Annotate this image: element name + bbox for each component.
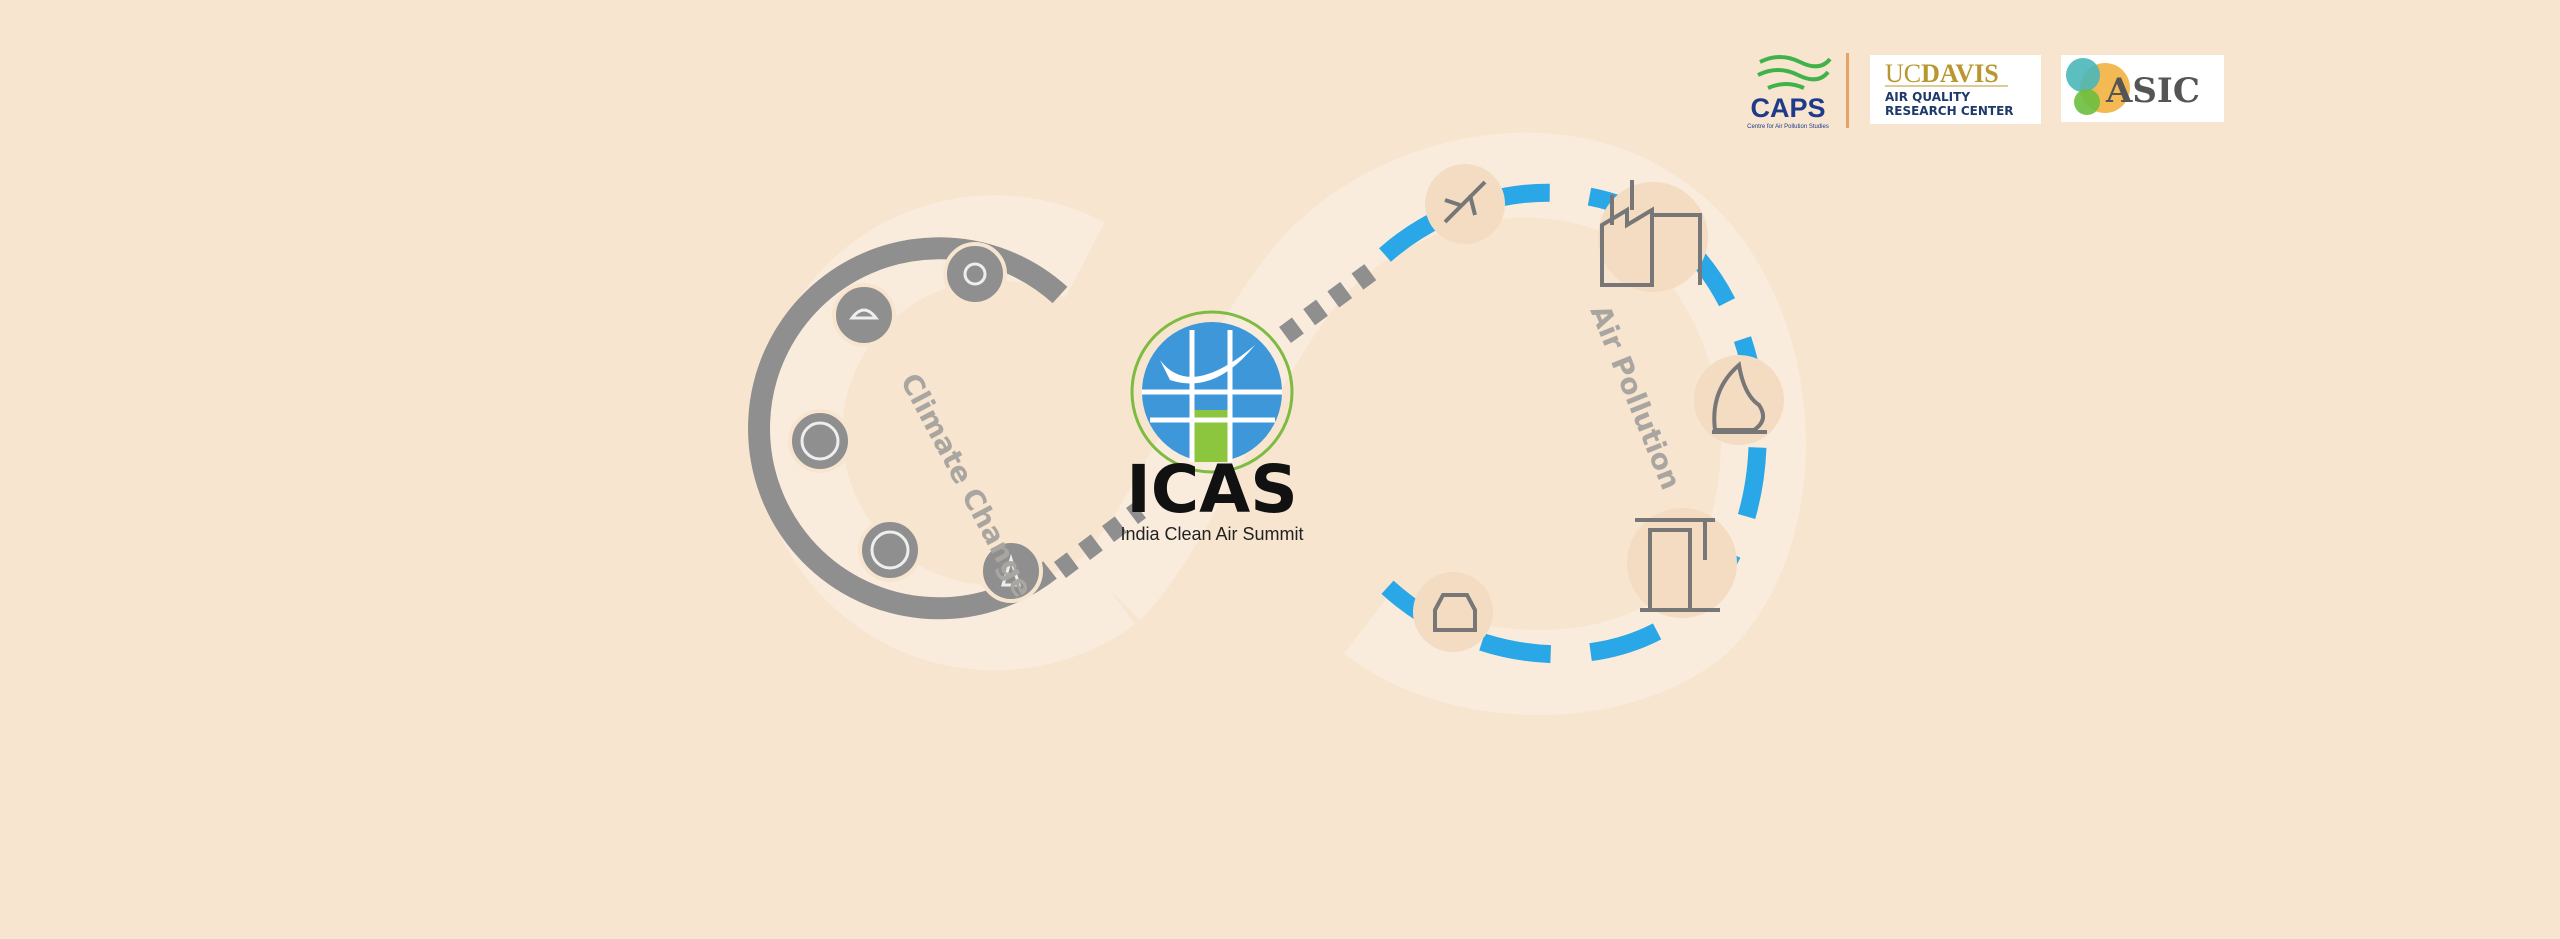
forest-fire-icon bbox=[979, 539, 1043, 603]
icas-title: ICAS bbox=[1126, 451, 1298, 528]
svg-text:CAPS: CAPS bbox=[1750, 93, 1825, 123]
air-pollution-label: Air Pollution bbox=[1584, 300, 1688, 494]
globe-icon bbox=[788, 409, 852, 473]
construction-icon bbox=[1635, 518, 1720, 612]
car-icon bbox=[1413, 572, 1493, 652]
svg-text:Centre for Air Pollution Studi: Centre for Air Pollution Studies bbox=[1747, 124, 1829, 130]
svg-text:ASIC: ASIC bbox=[2105, 71, 2200, 111]
storm-cloud-icon bbox=[832, 283, 896, 347]
virus-icon bbox=[858, 518, 922, 582]
svg-text:UCDAVIS: UCDAVIS bbox=[1885, 59, 1999, 88]
svg-text:RESEARCH CENTER: RESEARCH CENTER bbox=[1885, 104, 2014, 118]
fire-icon bbox=[1712, 361, 1767, 434]
svg-text:AIR QUALITY: AIR QUALITY bbox=[1885, 90, 1970, 104]
climate-arc bbox=[748, 237, 1068, 620]
caps-logo[interactable]: CAPS Centre for Air Pollution Studies bbox=[1747, 55, 1832, 130]
icas-logo: ICAS India Clean Air Summit bbox=[1120, 310, 1304, 544]
asic-logo[interactable]: ASIC bbox=[2061, 55, 2224, 122]
connector-dashes bbox=[1054, 256, 1386, 578]
heat-wave-icon bbox=[943, 242, 1007, 306]
ucdavis-logo[interactable]: UCDAVIS AIR QUALITY RESEARCH CENTER bbox=[1870, 55, 2041, 124]
pollution-arc bbox=[1373, 183, 1767, 664]
logo-divider bbox=[1846, 53, 1849, 128]
icas-subtitle: India Clean Air Summit bbox=[1120, 524, 1303, 544]
factory-icon bbox=[1600, 180, 1702, 287]
